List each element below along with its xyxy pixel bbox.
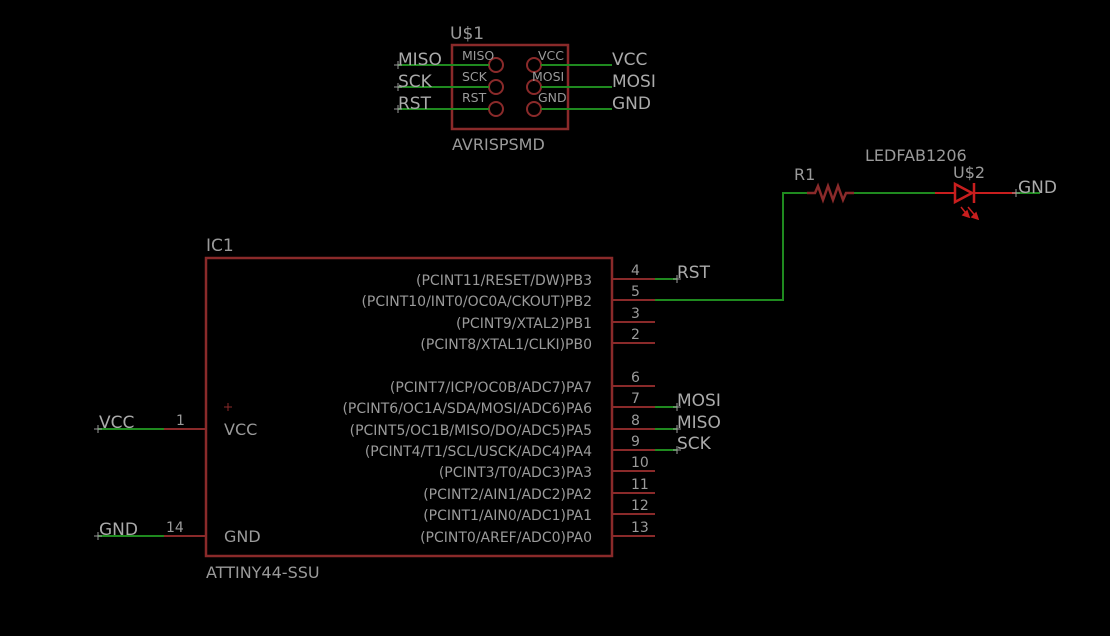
- attiny44-ic[interactable]: IC1 ATTINY44-SSU 1 VCC VCC 14 GND GND (P…: [94, 236, 721, 582]
- ic-right-pins[interactable]: (PCINT11/RESET/DW)PB3 4 RST (PCINT10/INT0/O…: [342, 263, 720, 546]
- net-label: GND: [612, 94, 651, 114]
- ic-right-pin[interactable]: (PCINT2/AIN1/ADC2)PA2 11: [423, 477, 655, 503]
- pin-label: VCC: [224, 420, 257, 439]
- net-label: RST: [398, 94, 432, 114]
- ic-right-pin[interactable]: (PCINT3/T0/ADC3)PA3 10: [439, 455, 655, 481]
- pin-number: 2: [631, 327, 640, 343]
- led-value: LEDFAB1206: [865, 146, 967, 165]
- ic-right-pin[interactable]: (PCINT7/ICP/OC0B/ADC7)PA7 6: [390, 370, 655, 396]
- pin-number: 6: [631, 370, 640, 386]
- pin-label: (PCINT2/AIN1/ADC2)PA2: [423, 487, 592, 503]
- header-pad-3: [488, 79, 504, 95]
- net-label: VCC: [612, 50, 647, 70]
- wire-pb2-r1[interactable]: [654, 192, 807, 301]
- led-diode-icon: [953, 181, 975, 205]
- pin-label: (PCINT3/T0/ADC3)PA3: [439, 465, 592, 481]
- net-label-origin-marks: [394, 61, 402, 113]
- pin-label: (PCINT4/T1/SCL/USCK/ADC4)PA4: [365, 444, 592, 460]
- pin-number: 12: [631, 498, 649, 514]
- net-label: VCC: [99, 413, 134, 433]
- net-label: MISO: [677, 413, 721, 433]
- net-label: SCK: [398, 72, 433, 92]
- net-label: GND: [1018, 178, 1057, 198]
- net-label: GND: [99, 520, 138, 540]
- header-value: AVRISPSMD: [452, 135, 545, 154]
- pin-label: (PCINT6/OC1A/SDA/MOSI/ADC6)PA6: [342, 401, 592, 417]
- pin-number: 1: [176, 413, 185, 429]
- pin-number: 3: [631, 306, 640, 322]
- net-label-origin-marks: [1012, 189, 1020, 197]
- pin-label: (PCINT5/OC1B/MISO/DO/ADC5)PA5: [350, 423, 592, 439]
- pin-number: 9: [631, 434, 640, 450]
- pin-number: 7: [631, 391, 640, 407]
- header-pin-label: MISO: [462, 48, 494, 63]
- ic-value: ATTINY44-SSU: [206, 563, 320, 582]
- pin-number: 5: [631, 284, 640, 300]
- ic-right-pin[interactable]: (PCINT5/OC1B/MISO/DO/ADC5)PA5 8 MISO: [350, 413, 721, 439]
- pin-number: 10: [631, 455, 649, 471]
- resistor-symbol: [807, 182, 854, 204]
- ic-left-pin-vcc[interactable]: 1 VCC VCC: [98, 413, 257, 439]
- led-u2[interactable]: LEDFAB1206 U$2 GND: [865, 146, 1057, 221]
- pin-number: 11: [631, 477, 649, 493]
- net-label: MOSI: [612, 72, 656, 92]
- header-pad-5: [488, 101, 504, 117]
- header-name: U$1: [450, 24, 484, 44]
- pin-number: 4: [631, 263, 640, 279]
- resistor-r1[interactable]: R1: [794, 165, 854, 204]
- pin-label: (PCINT10/INT0/OC0A/CKOUT)PB2: [361, 294, 592, 310]
- ic-right-pin[interactable]: (PCINT0/AREF/ADC0)PA0 13: [420, 520, 655, 546]
- ic-right-pin[interactable]: (PCINT11/RESET/DW)PB3 4 RST: [416, 263, 711, 289]
- pin-number: 8: [631, 413, 640, 429]
- net-label: MISO: [398, 50, 442, 70]
- led-name: U$2: [953, 163, 985, 182]
- ic-right-pin[interactable]: (PCINT8/XTAL1/CLKI)PB0 2: [420, 327, 655, 353]
- header-pin-label: SCK: [462, 69, 488, 84]
- ic-right-pin[interactable]: (PCINT1/AIN0/ADC1)PA1 12: [423, 498, 655, 524]
- pin-label: (PCINT7/ICP/OC0B/ADC7)PA7: [390, 380, 592, 396]
- led-emission-arrows-icon: [960, 206, 980, 221]
- pin-label: (PCINT1/AIN0/ADC1)PA1: [423, 508, 592, 524]
- net-label-origin-marks: [94, 425, 102, 540]
- header-pin-label: RST: [462, 90, 487, 105]
- resistor-name: R1: [794, 165, 815, 184]
- pin-label: (PCINT0/AREF/ADC0)PA0: [420, 530, 592, 546]
- header-pin-label: VCC: [538, 48, 564, 63]
- pin-label: (PCINT9/XTAL2)PB1: [456, 316, 592, 332]
- header-pin-label: GND: [538, 90, 567, 105]
- avrisp-header[interactable]: U$1 MISO SCK RST VCC MOSI GND MISO SCK R…: [394, 24, 656, 154]
- net-label: SCK: [677, 434, 712, 454]
- ic-right-pin[interactable]: (PCINT4/T1/SCL/USCK/ADC4)PA4 9 SCK: [365, 434, 712, 460]
- net-label: MOSI: [677, 391, 721, 411]
- pin-number: 13: [631, 520, 649, 536]
- ic-right-pin[interactable]: (PCINT9/XTAL2)PB1 3: [456, 306, 655, 332]
- ic-name: IC1: [206, 236, 234, 256]
- pin-label: (PCINT11/RESET/DW)PB3: [416, 273, 592, 289]
- ic-origin-mark: [224, 403, 232, 411]
- ic-left-pin-gnd[interactable]: 14 GND GND: [98, 520, 261, 546]
- pin-label: (PCINT8/XTAL1/CLKI)PB0: [420, 337, 592, 353]
- ic-right-pin[interactable]: (PCINT10/INT0/OC0A/CKOUT)PB2 5: [361, 284, 655, 310]
- header-pin-label: MOSI: [532, 69, 564, 84]
- net-label: RST: [677, 263, 711, 283]
- ic-right-pin[interactable]: (PCINT6/OC1A/SDA/MOSI/ADC6)PA6 7 MOSI: [342, 391, 720, 417]
- pin-label: GND: [224, 527, 261, 546]
- pin-number: 14: [166, 520, 184, 536]
